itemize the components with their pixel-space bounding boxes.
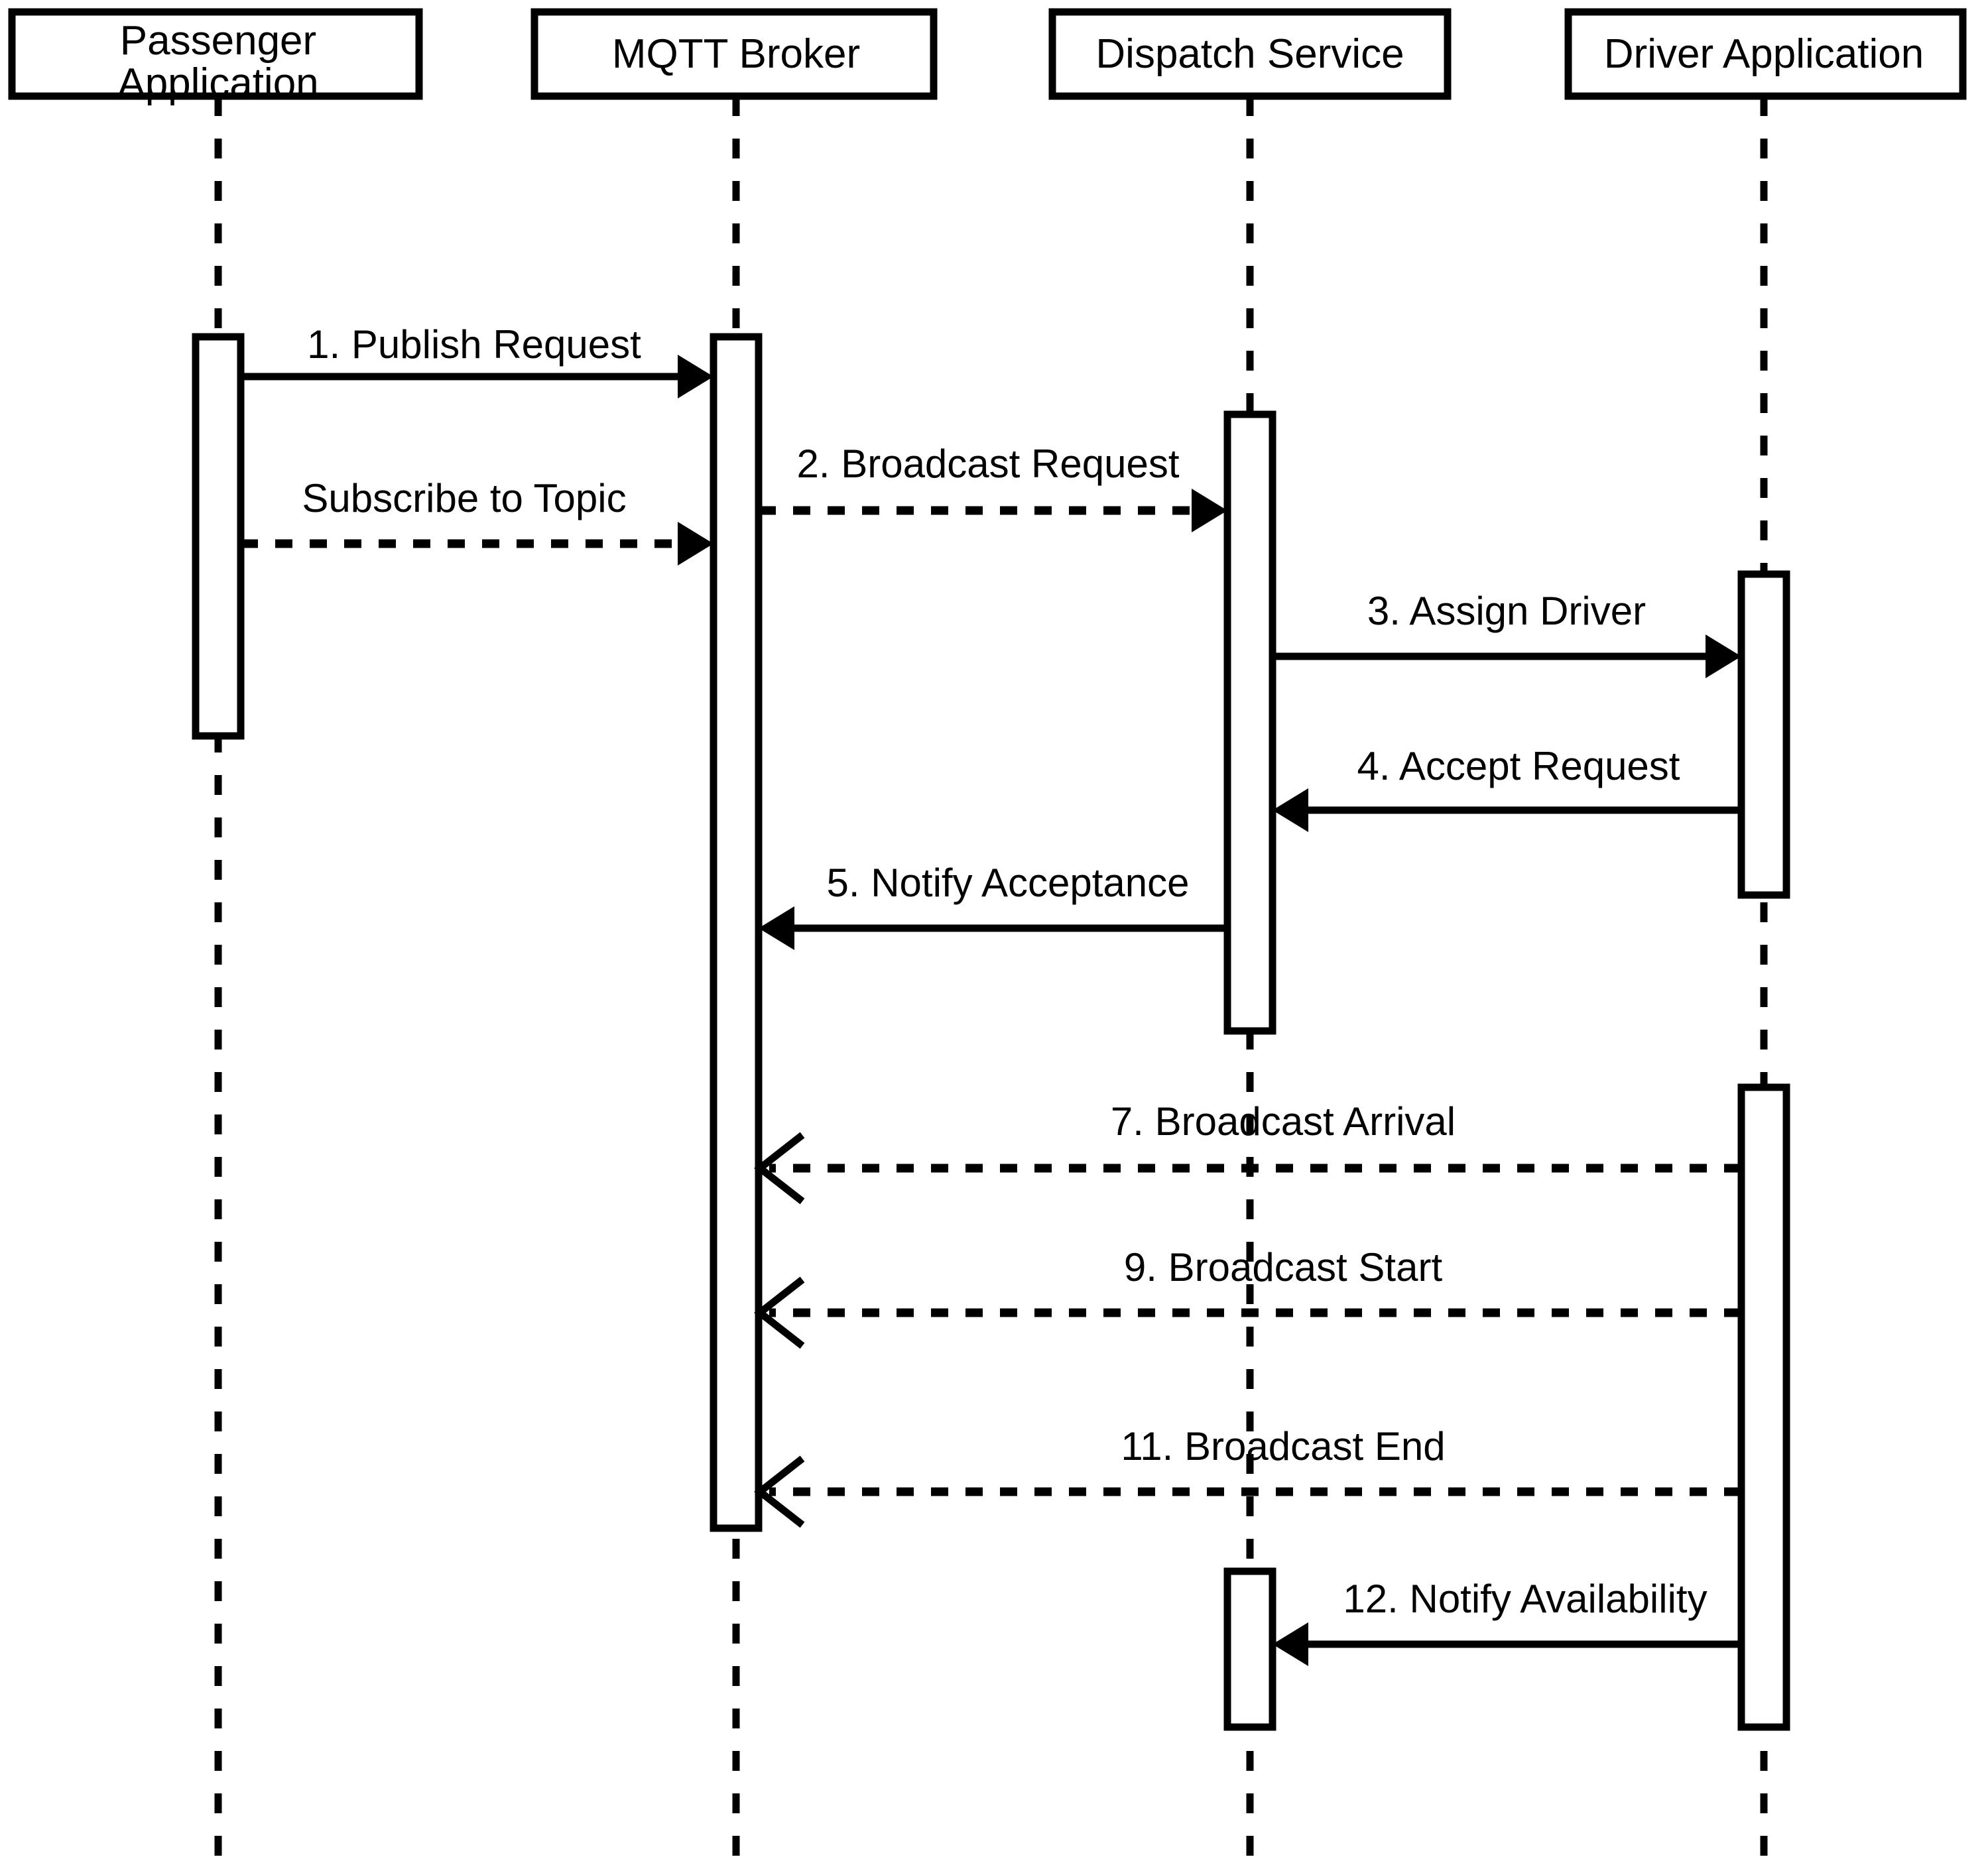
participant-label-driver: Driver Application: [1604, 31, 1924, 77]
message-3-label: 3. Assign Driver: [1367, 589, 1646, 633]
message-subscribe-arrowhead-icon: [678, 522, 714, 566]
activation-bar-broker-1[interactable]: [710, 333, 763, 1532]
activation-bar-dispatch-2[interactable]: [1223, 1567, 1276, 1731]
message-2-arrowhead-icon: [1192, 489, 1227, 532]
message-4-accept-request[interactable]: 4. Accept Request: [1273, 744, 1741, 832]
participant-box-passenger[interactable]: [8, 8, 423, 100]
message-5-label: 5. Notify Acceptance: [827, 861, 1190, 905]
message-3-assign-driver[interactable]: 3. Assign Driver: [1273, 589, 1741, 678]
message-11-label: 11. Broadcast End: [1121, 1424, 1445, 1469]
message-5-notify-acceptance[interactable]: 5. Notify Acceptance: [759, 861, 1227, 950]
participant-boxes-group: [8, 8, 1967, 100]
message-11-broadcast-end[interactable]: 11. Broadcast End: [754, 1424, 1741, 1528]
message-7-arrowhead-icon: [754, 1132, 805, 1205]
message-11-arrowhead-icon: [754, 1455, 805, 1528]
activation-bar-driver-1[interactable]: [1737, 570, 1790, 899]
message-12-notify-availability[interactable]: 12. Notify Availability: [1273, 1577, 1741, 1666]
activation-bar-driver-2[interactable]: [1737, 1083, 1790, 1731]
participant-box-dispatch[interactable]: [1048, 8, 1452, 100]
message-5-arrowhead-icon: [759, 906, 794, 950]
activation-bars-group: [192, 333, 1790, 1731]
message-3-arrowhead-icon: [1706, 634, 1741, 678]
participant-label-dispatch: Dispatch Service: [1095, 31, 1404, 77]
activation-bar-passenger-1[interactable]: [192, 333, 245, 740]
message-9-arrowhead-icon: [754, 1276, 805, 1349]
message-1-label: 1. Publish Request: [307, 322, 641, 367]
message-12-arrowhead-icon: [1273, 1622, 1308, 1666]
message-subscribe-label: Subscribe to Topic: [302, 476, 626, 520]
message-1-publish-request[interactable]: 1. Publish Request: [241, 322, 714, 398]
message-2-broadcast-request[interactable]: 2. Broadcast Request: [759, 442, 1227, 532]
message-7-broadcast-arrival[interactable]: 7. Broadcast Arrival: [754, 1099, 1741, 1205]
message-subscribe-to-topic[interactable]: Subscribe to Topic: [241, 476, 714, 566]
participant-box-driver[interactable]: [1564, 8, 1967, 100]
participant-label-broker: MQTT Broker: [612, 31, 860, 77]
activation-bar-dispatch-1[interactable]: [1223, 410, 1276, 1035]
message-7-label: 7. Broadcast Arrival: [1111, 1099, 1456, 1144]
message-4-label: 4. Accept Request: [1357, 744, 1680, 788]
message-12-label: 12. Notify Availability: [1343, 1577, 1707, 1621]
message-4-arrowhead-icon: [1273, 788, 1308, 832]
participant-box-broker[interactable]: [530, 8, 938, 100]
participant-label-passenger-line1: Passenger: [120, 18, 316, 64]
message-9-broadcast-start[interactable]: 9. Broadcast Start: [754, 1245, 1741, 1349]
message-2-label: 2. Broadcast Request: [796, 442, 1179, 486]
participant-label-passenger-line2: Application: [117, 60, 318, 106]
participant-labels-group: Passenger Application MQTT Broker Dispat…: [117, 18, 1924, 106]
message-9-label: 9. Broadcast Start: [1124, 1245, 1443, 1290]
message-1-arrowhead-icon: [678, 355, 714, 398]
